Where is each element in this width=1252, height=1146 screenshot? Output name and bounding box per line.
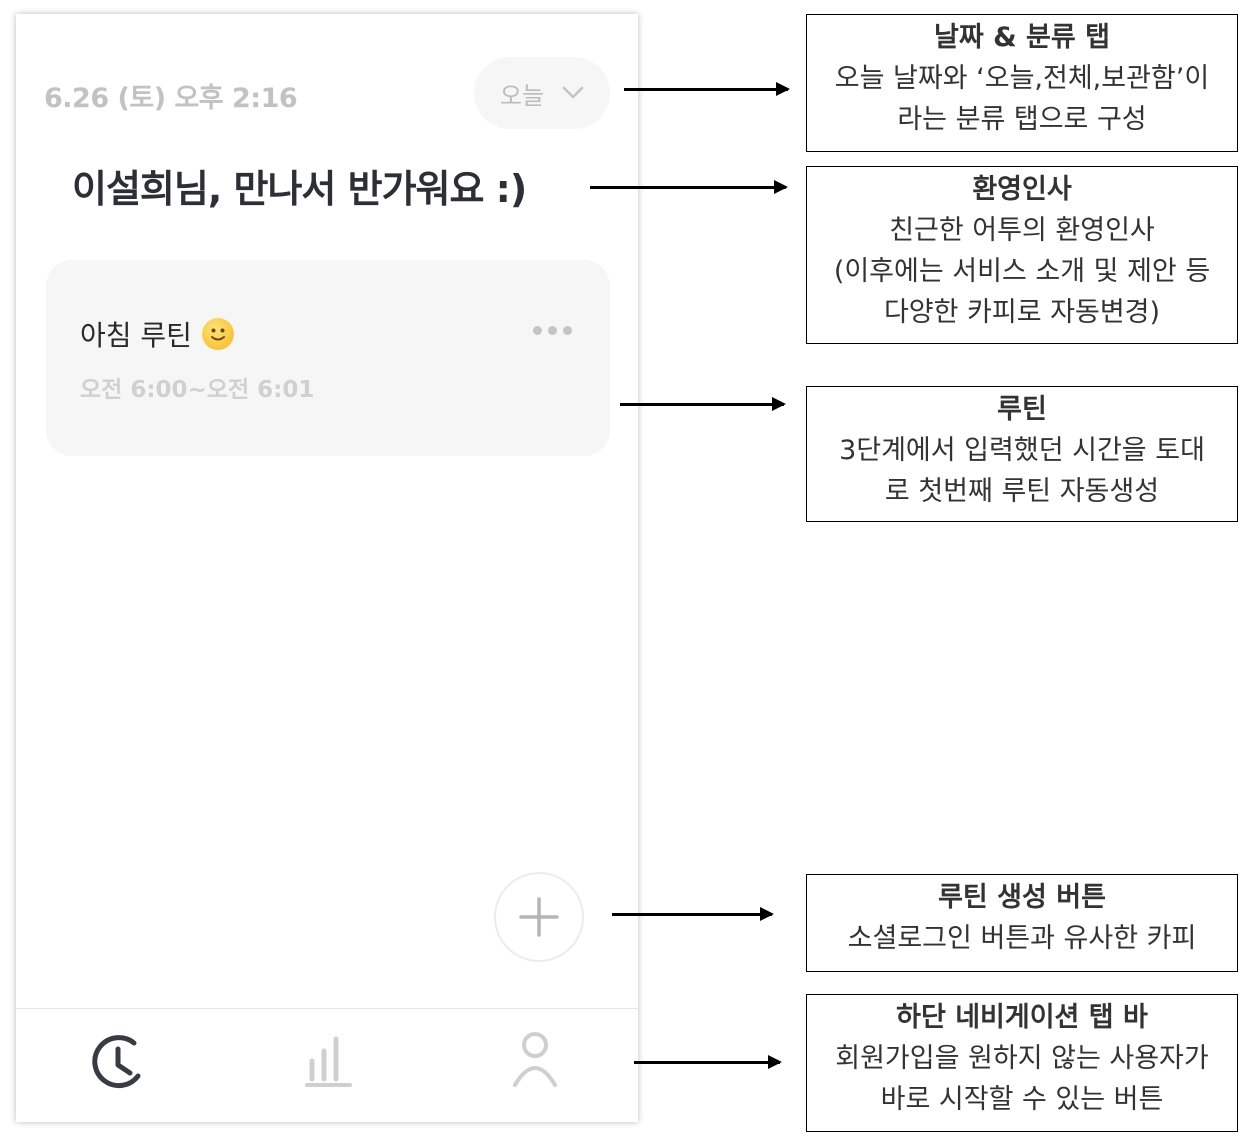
date-time-label: 6.26 (토) 오후 2:16: [44, 83, 298, 114]
annotation-line: 친근한 어투의 환영인사: [889, 215, 1155, 246]
chevron-down-icon: [562, 86, 584, 99]
annotation-tab-bar: 하단 네비게이션 탭 바 회원가입을 원하지 않는 사용자가 바로 시작할 수 …: [806, 994, 1238, 1132]
annotation-arrow: [590, 180, 788, 194]
phone-screen: 6.26 (토) 오후 2:16 오늘 이설희님, 만나서 반가워요 :) 아침…: [16, 14, 638, 1122]
annotation-add-button: 루틴 생성 버튼 소셜로그인 버튼과 유사한 카피: [806, 874, 1238, 972]
annotation-title: 루틴: [997, 394, 1047, 425]
annotation-line: 3단계에서 입력했던 시간을 토대: [839, 435, 1205, 466]
more-options-button[interactable]: [533, 326, 572, 335]
bottom-tab-bar: [16, 1008, 638, 1123]
clock-icon: [92, 1035, 141, 1089]
annotation-line: 회원가입을 원하지 않는 사용자가: [835, 1043, 1209, 1074]
routine-title: 아침 루틴: [80, 319, 192, 352]
person-icon: [513, 1032, 557, 1087]
annotation-arrow: [624, 82, 790, 96]
routine-card[interactable]: 아침 루틴 오전 6:00~오전 6:01: [46, 260, 610, 456]
annotation-routine: 루틴 3단계에서 입력했던 시간을 토대 로 첫번째 루틴 자동생성: [806, 386, 1238, 522]
plus-icon: [519, 897, 559, 937]
annotation-line: 소셜로그인 버튼과 유사한 카피: [847, 923, 1197, 954]
annotation-title: 날짜 & 분류 탭: [934, 22, 1110, 53]
filter-dropdown[interactable]: 오늘: [474, 57, 610, 129]
tab-routine[interactable]: [90, 1029, 150, 1097]
bar-chart-icon: [305, 1036, 352, 1087]
annotation-title: 환영인사: [972, 174, 1072, 205]
tab-profile[interactable]: [510, 1029, 560, 1093]
annotation-line: (이후에는 서비스 소개 및 제안 등: [833, 256, 1211, 287]
dot-icon: [548, 326, 557, 335]
routine-time: 오전 6:00~오전 6:01: [80, 377, 315, 403]
routine-title-row: 아침 루틴: [80, 314, 234, 354]
annotation-line: 라는 분류 탭으로 구성: [897, 104, 1147, 135]
tab-statistics[interactable]: [304, 1029, 354, 1093]
dot-icon: [533, 326, 542, 335]
dot-icon: [563, 326, 572, 335]
annotation-title: 루틴 생성 버튼: [938, 882, 1106, 913]
annotation-line: 바로 시작할 수 있는 버튼: [880, 1084, 1164, 1115]
annotation-line: 오늘 날짜와 ‘오늘,전체,보관함’이: [834, 63, 1210, 94]
annotation-arrow: [620, 397, 786, 411]
annotation-title: 하단 네비게이션 탭 바: [896, 1002, 1148, 1033]
annotation-line: 로 첫번째 루틴 자동생성: [884, 476, 1160, 507]
annotation-greeting: 환영인사 친근한 어투의 환영인사 (이후에는 서비스 소개 및 제안 등 다양…: [806, 166, 1238, 344]
annotation-arrow: [634, 1055, 782, 1069]
smiling-face-icon: [201, 318, 234, 350]
add-routine-button[interactable]: [494, 872, 584, 962]
greeting-heading: 이설희님, 만나서 반가워요 :): [72, 167, 527, 211]
annotation-date-filter: 날짜 & 분류 탭 오늘 날짜와 ‘오늘,전체,보관함’이 라는 분류 탭으로 …: [806, 14, 1238, 152]
filter-label: 오늘: [499, 81, 545, 110]
annotation-arrow: [612, 907, 774, 921]
annotation-line: 다양한 카피로 자동변경): [883, 297, 1161, 328]
